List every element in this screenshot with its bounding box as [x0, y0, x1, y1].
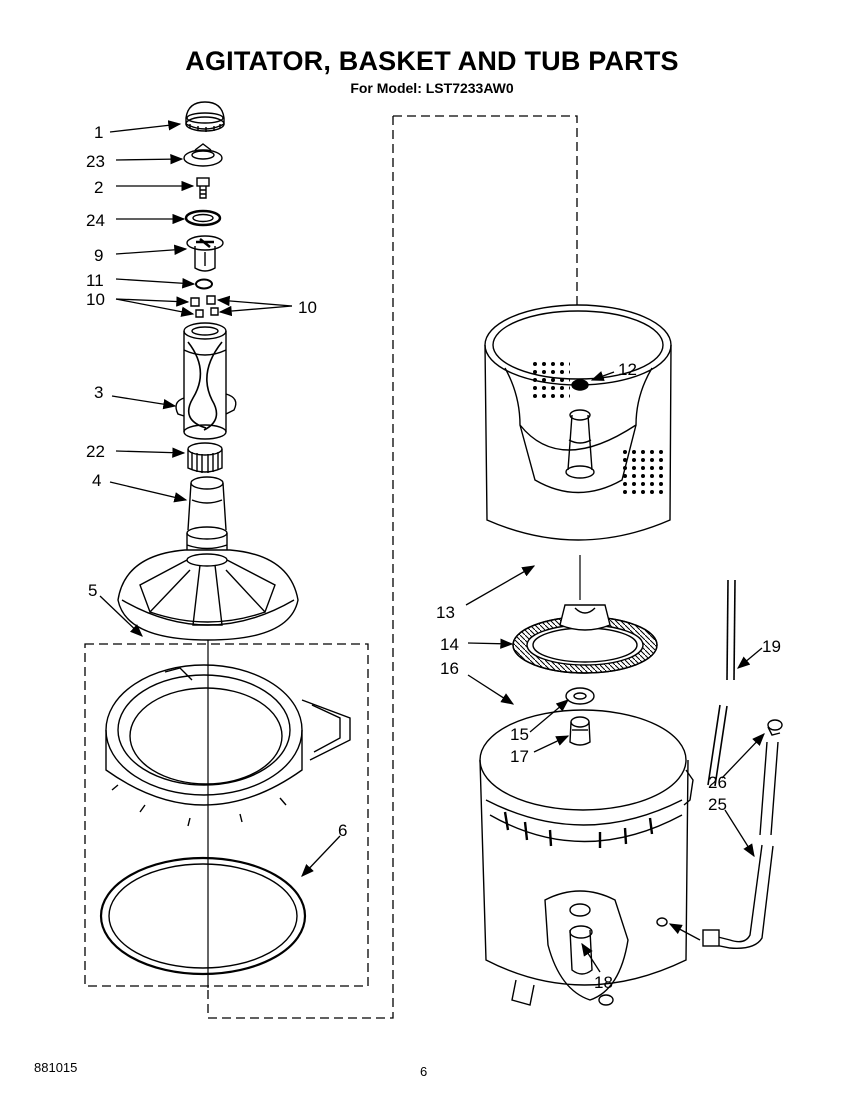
dirt-seal-part-23 — [183, 143, 223, 167]
callout-3: 3 — [94, 383, 103, 402]
callout-labels: 1 23 2 24 9 11 10 10 3 22 4 5 6 12 13 14… — [86, 123, 781, 992]
callout-12: 12 — [618, 360, 637, 379]
callout-23: 23 — [86, 152, 105, 171]
callout-10-right: 10 — [298, 298, 317, 317]
agitator-cap-part — [185, 101, 225, 132]
hose-part-19 — [707, 579, 736, 787]
spline-part-22 — [187, 442, 223, 473]
clamp-part-26 — [767, 719, 783, 736]
leader-arrows — [99, 120, 765, 973]
callout-4: 4 — [92, 471, 101, 490]
bolt-part-2 — [196, 177, 210, 199]
callout-22: 22 — [86, 442, 105, 461]
tub-cover-ring — [105, 664, 351, 827]
center-axis-lines — [207, 555, 581, 988]
callout-19: 19 — [762, 637, 781, 656]
callout-6: 6 — [338, 821, 347, 840]
callout-25: 25 — [708, 795, 727, 814]
model-subtitle: For Model: LST7233AW0 — [350, 80, 514, 96]
callout-10-left: 10 — [86, 290, 105, 309]
tub-ring-part-5 — [117, 549, 299, 641]
agitator-barrel-part-3 — [175, 322, 237, 440]
document-number: 881015 — [34, 1060, 78, 1075]
callout-15: 15 — [510, 725, 529, 744]
ring-part-11 — [195, 278, 213, 290]
callout-26: 26 — [708, 773, 727, 792]
drive-shaft-part-4 — [186, 476, 228, 560]
wash-basket-part-12 — [484, 304, 672, 541]
washer-part-24 — [184, 209, 222, 227]
hub-part-15 — [565, 687, 595, 705]
callout-16: 16 — [440, 659, 459, 678]
callout-5: 5 — [88, 581, 97, 600]
callout-14: 14 — [440, 635, 459, 654]
page-number: 6 — [420, 1064, 428, 1079]
callout-9: 9 — [94, 246, 103, 265]
callout-2: 2 — [94, 178, 103, 197]
seal-ring-part-6 — [99, 856, 307, 976]
page-title: AGITATOR, BASKET AND TUB PARTS — [185, 46, 679, 76]
callout-11: 11 — [86, 271, 104, 290]
hose-part-25 — [702, 741, 779, 949]
gear-ring-part-14 — [512, 604, 658, 674]
callout-24: 24 — [86, 211, 105, 230]
cam-assembly-part-9 — [186, 235, 224, 272]
callout-13: 13 — [436, 603, 455, 622]
outer-tub-part-16 — [479, 709, 694, 1006]
callout-18: 18 — [594, 973, 613, 992]
nut-part-17 — [569, 716, 591, 746]
dogs-part-10 — [190, 295, 219, 318]
callout-1: 1 — [94, 123, 103, 142]
callout-17: 17 — [510, 747, 529, 766]
dashed-connector-lines — [84, 115, 578, 1019]
